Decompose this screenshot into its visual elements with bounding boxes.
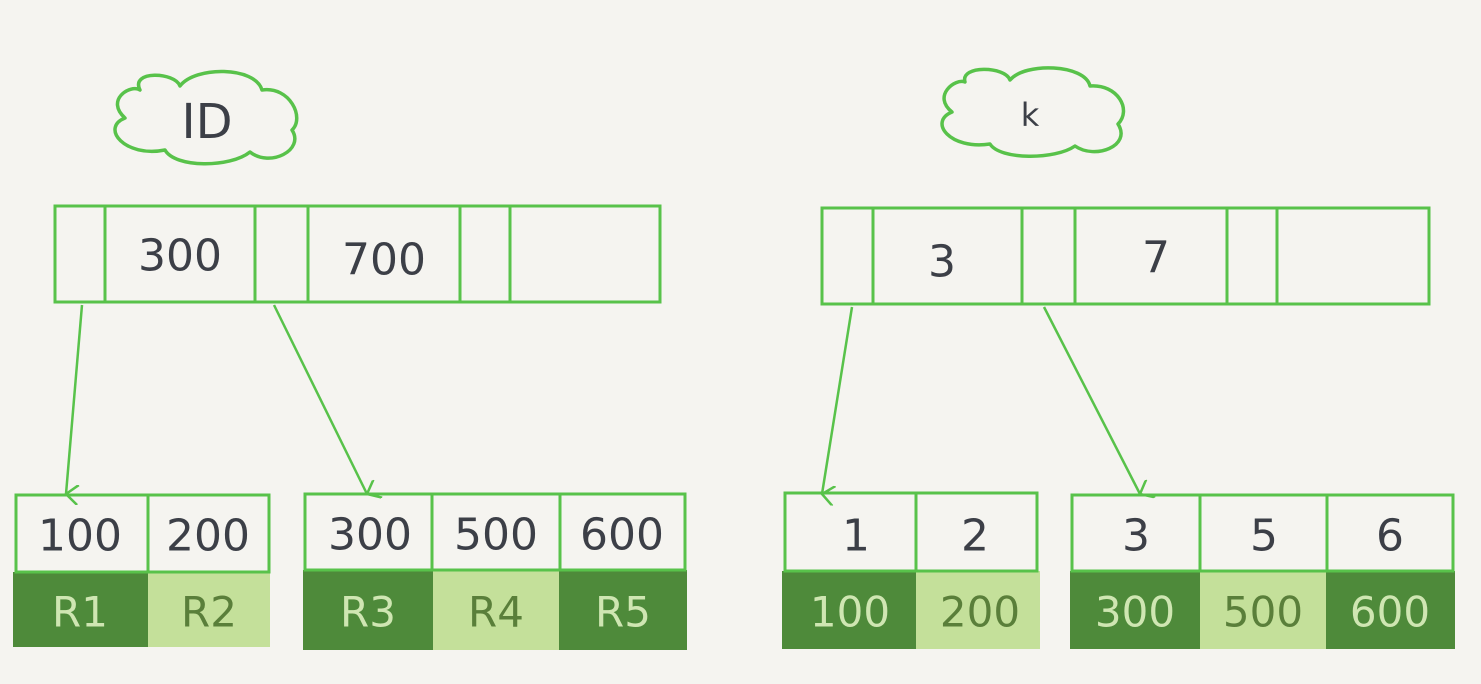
- cloud-label-k: k: [940, 66, 1126, 158]
- leaf-value: R1: [52, 588, 108, 637]
- leaf-page: 1 2 100 200: [782, 491, 1040, 649]
- cloud-shape: [940, 66, 1126, 158]
- leaf-key: 3: [1122, 511, 1150, 562]
- leaf-key: 500: [454, 510, 538, 561]
- leaf-value: R4: [468, 588, 524, 637]
- leaf-value-cell: [1326, 571, 1455, 649]
- leaf-value-cell: [916, 571, 1040, 649]
- leaf-key: 300: [328, 510, 412, 561]
- leaf-value-cell: [303, 570, 433, 650]
- tree-secondary-k: k 3 7 1 2 100 200: [782, 66, 1455, 649]
- leaf-value: 100: [810, 588, 890, 637]
- leaf-key: 6: [1376, 511, 1404, 562]
- leaf-key: 600: [580, 510, 664, 561]
- leaf-value: 200: [940, 588, 1020, 637]
- pointer-arrow: [1042, 306, 1140, 494]
- leaf-value-cell: [1070, 571, 1200, 649]
- leaf-value-cell: [13, 572, 148, 647]
- root-node-outline: [53, 204, 662, 304]
- leaf-value-cell: [559, 570, 687, 650]
- leaf-key: 100: [38, 511, 122, 562]
- leaf-page: 300 500 600 R3 R4 R5: [303, 492, 687, 650]
- tree-primary-id: ID 300 700 100 200 R1 R2: [13, 69, 687, 650]
- leaf-key: 2: [961, 511, 989, 562]
- leaf-key-row: [14, 493, 271, 574]
- root-key: 300: [138, 231, 222, 282]
- pointer-arrow: [66, 304, 84, 494]
- leaf-value-cell: [782, 571, 916, 649]
- leaf-key-row: [783, 491, 1039, 573]
- cloud-shape: [113, 69, 299, 166]
- leaf-value: R3: [340, 588, 396, 637]
- root-node-k: [820, 206, 1431, 306]
- pointer-arrow: [822, 306, 854, 494]
- cloud-label-text: k: [1021, 96, 1040, 134]
- leaf-value: 300: [1095, 588, 1175, 637]
- leaf-value-cell: [1200, 571, 1326, 649]
- leaf-value: R2: [181, 588, 237, 637]
- leaf-page: 3 5 6 300 500 600: [1070, 493, 1455, 649]
- leaf-value-cell: [148, 572, 270, 647]
- leaf-value: 500: [1223, 588, 1303, 637]
- root-key: 700: [342, 235, 426, 286]
- leaf-value: R5: [595, 588, 651, 637]
- pointer-arrow: [272, 304, 367, 494]
- cloud-label-text: ID: [181, 94, 232, 150]
- root-key: 3: [928, 237, 956, 288]
- leaf-key: 1: [842, 511, 870, 562]
- leaf-key: 200: [166, 511, 250, 562]
- root-node-id: [53, 204, 662, 304]
- root-key: 7: [1142, 233, 1170, 284]
- leaf-key: 5: [1250, 511, 1278, 562]
- leaf-key-row: [1070, 493, 1455, 573]
- cloud-label-id: ID: [113, 69, 299, 166]
- root-node-outline: [820, 206, 1431, 306]
- leaf-value: 600: [1350, 588, 1430, 637]
- leaf-page: 100 200 R1 R2: [13, 493, 271, 647]
- leaf-value-cell: [433, 570, 559, 650]
- leaf-key-row: [303, 492, 687, 572]
